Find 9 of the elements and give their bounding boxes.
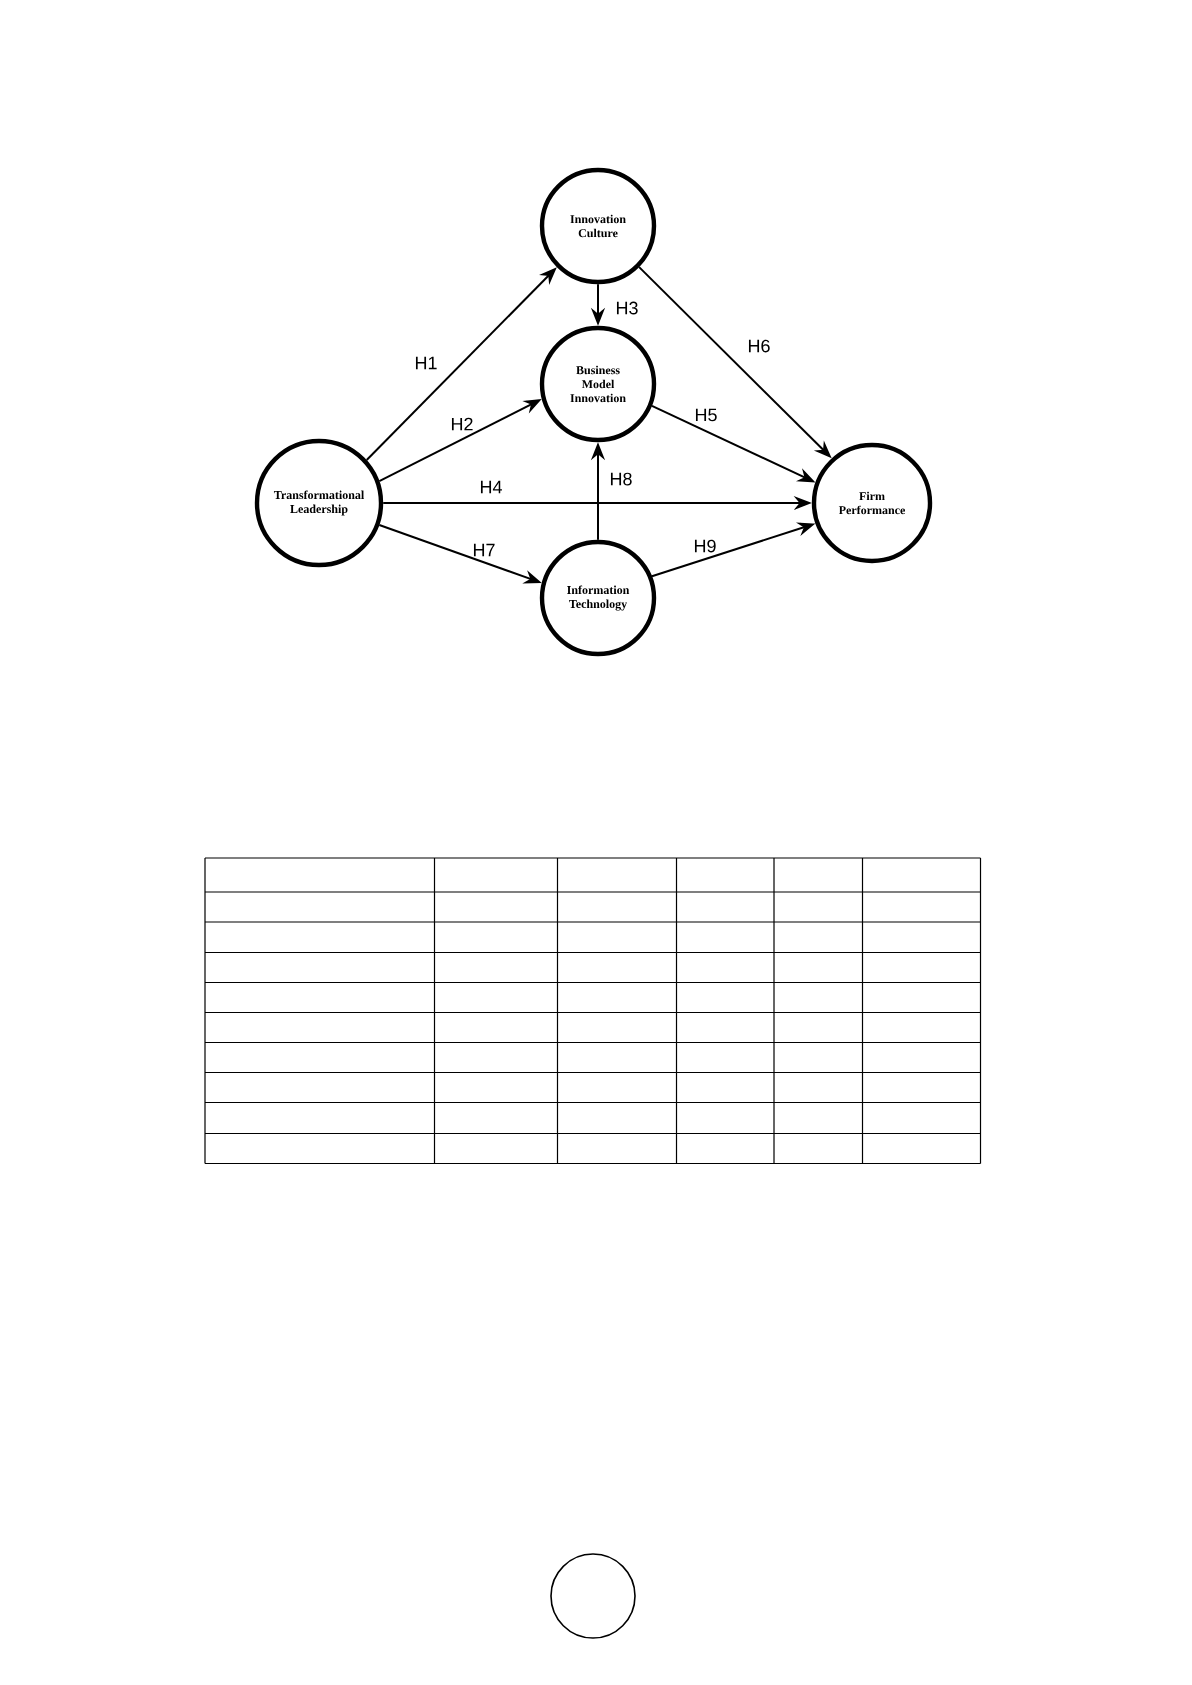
edge-label: H3 xyxy=(616,301,638,315)
edge-label: H9 xyxy=(694,539,716,553)
edge-label: H6 xyxy=(748,339,770,353)
edge-label: H7 xyxy=(473,543,495,557)
edge-label: H8 xyxy=(610,472,632,486)
edge-label: H1 xyxy=(415,356,437,370)
edge-label: H2 xyxy=(451,417,473,431)
edge-label: H4 xyxy=(480,480,502,494)
edge-label: H5 xyxy=(695,408,717,422)
